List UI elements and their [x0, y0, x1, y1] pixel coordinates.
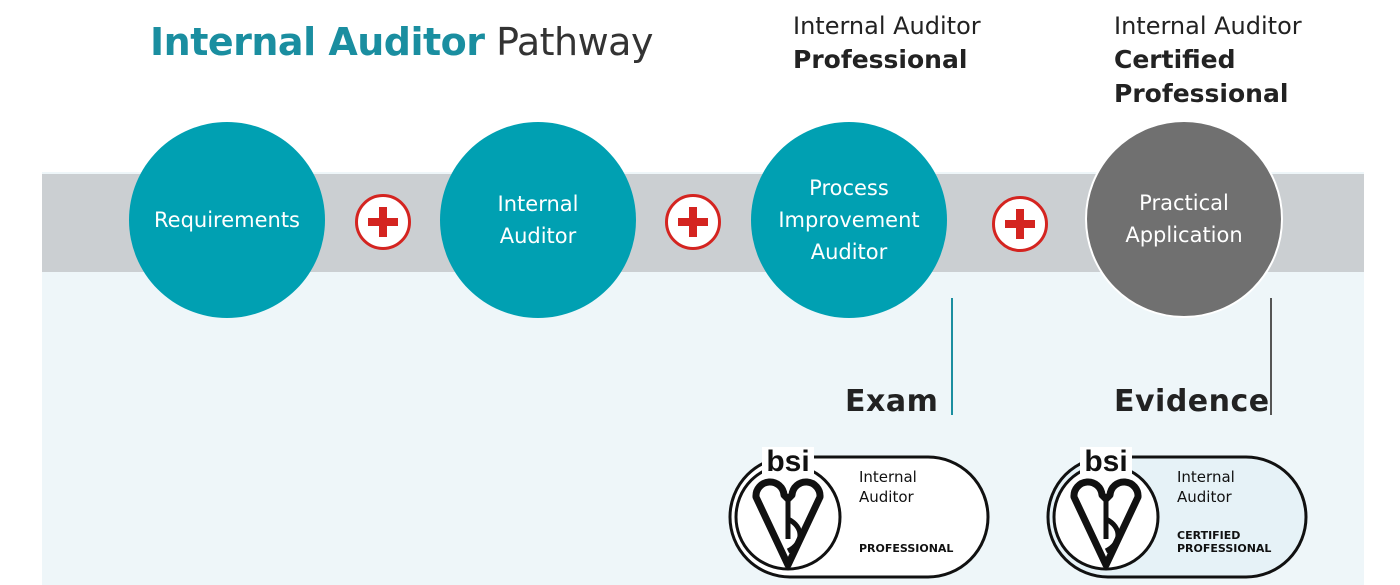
badge-level-1: CERTIFIED [1177, 529, 1241, 542]
step-process-line1: Process [809, 176, 889, 200]
step-internal-auditor-line2: Auditor [499, 224, 577, 248]
bsi-logo-text: bsi [1084, 447, 1127, 478]
bsi-kitemark-icon: bsi [734, 447, 842, 571]
badge-line1: Internal [859, 468, 917, 486]
header-certified-line2: Certified [1114, 45, 1236, 74]
badge-line2: Auditor [859, 488, 914, 506]
step-process-line3: Auditor [810, 240, 888, 264]
step-process-line2: Improvement [778, 208, 920, 232]
bsi-logo-text: bsi [766, 447, 809, 478]
evidence-label: Evidence [1114, 384, 1270, 419]
header-professional-line2: Professional [793, 45, 968, 74]
header-professional: Internal Auditor Professional [793, 9, 981, 77]
step-practical-line2: Application [1125, 223, 1243, 247]
step-practical-line1: Practical [1139, 191, 1229, 215]
header-certified-line3: Professional [1114, 79, 1289, 108]
badge-line2: Auditor [1177, 488, 1232, 506]
exam-connector-line [951, 298, 953, 415]
evidence-connector-line [1270, 298, 1272, 415]
step-process-improvement-auditor: Process Improvement Auditor [751, 122, 947, 318]
bsi-kitemark-icon: bsi [1052, 447, 1160, 571]
plus-icon [992, 196, 1048, 252]
header-certified-line1: Internal Auditor [1114, 12, 1302, 40]
page-title: Internal Auditor Pathway [150, 20, 653, 64]
step-internal-auditor: Internal Auditor [440, 122, 636, 318]
badge-level: PROFESSIONAL [859, 542, 954, 555]
exam-label: Exam [845, 384, 939, 419]
step-practical-application: Practical Application [1085, 120, 1283, 318]
plus-icon [665, 194, 721, 250]
bsi-professional-badge: bsi Internal Auditor PROFESSIONAL [728, 447, 998, 582]
step-internal-auditor-line1: Internal [497, 192, 579, 216]
bsi-certified-professional-badge: bsi Internal Auditor CERTIFIED PROFESSIO… [1046, 447, 1316, 582]
step-requirements-label: Requirements [154, 208, 300, 232]
badge-level-2: PROFESSIONAL [1177, 542, 1272, 555]
title-bold: Internal Auditor [150, 20, 485, 64]
plus-icon [355, 194, 411, 250]
header-certified-professional: Internal Auditor Certified Professional [1114, 9, 1302, 111]
header-professional-line1: Internal Auditor [793, 12, 981, 40]
title-regular: Pathway [496, 20, 653, 64]
badge-line1: Internal [1177, 468, 1235, 486]
step-requirements: Requirements [129, 122, 325, 318]
